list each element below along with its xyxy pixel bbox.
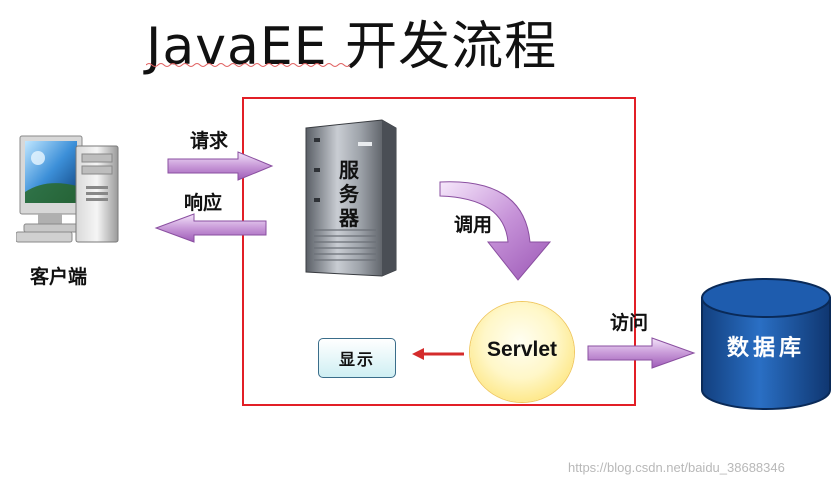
invoke-label: 调用 <box>454 214 493 236</box>
servlet-node <box>470 302 574 402</box>
client-computer-icon <box>16 135 119 243</box>
spellcheck-underline <box>146 63 351 67</box>
response-arrow-icon <box>154 213 267 243</box>
request-label: 请求 <box>190 130 229 152</box>
display-label: 显示 <box>338 350 375 369</box>
database-label: 数据库 <box>726 336 805 361</box>
page-title: JavaEE 开发流程 <box>146 17 558 77</box>
server-label: 服务器 <box>339 158 359 230</box>
response-label: 响应 <box>184 192 223 214</box>
access-arrow-icon <box>587 337 696 369</box>
servlet-label: Servlet <box>486 338 558 361</box>
access-label: 访问 <box>610 312 649 334</box>
database-icon <box>701 278 831 410</box>
display-box: 显示 <box>318 338 396 378</box>
server-zone-frame <box>242 97 636 406</box>
display-arrow-icon <box>412 348 464 360</box>
invoke-arrow-icon <box>439 181 552 281</box>
watermark: https://blog.csdn.net/baidu_38688346 <box>568 460 785 475</box>
server-icon <box>305 119 397 277</box>
client-label: 客户端 <box>30 266 88 288</box>
request-arrow-icon <box>167 151 274 181</box>
